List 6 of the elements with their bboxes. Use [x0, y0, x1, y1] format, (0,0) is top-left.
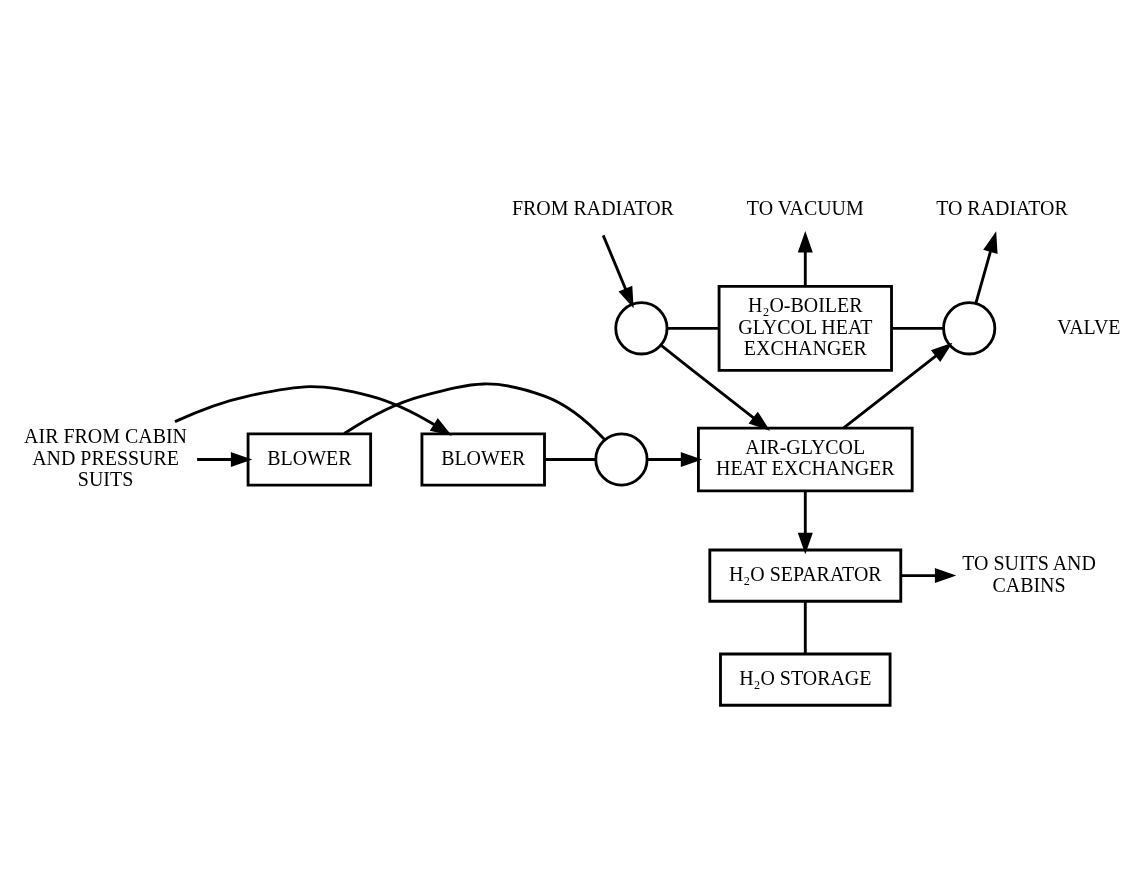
- node-text: TO SUITS AND CABINS: [962, 551, 1096, 596]
- node-text: FROM RADIATOR: [511, 196, 674, 219]
- node-label: VALVE: [1057, 315, 1121, 338]
- node-text: AIR FROM CABIN AND PRESSURE SUITS: [24, 424, 187, 490]
- node-text: TO RADIATOR: [936, 196, 1068, 219]
- node-text: TO VACUUM: [746, 196, 864, 219]
